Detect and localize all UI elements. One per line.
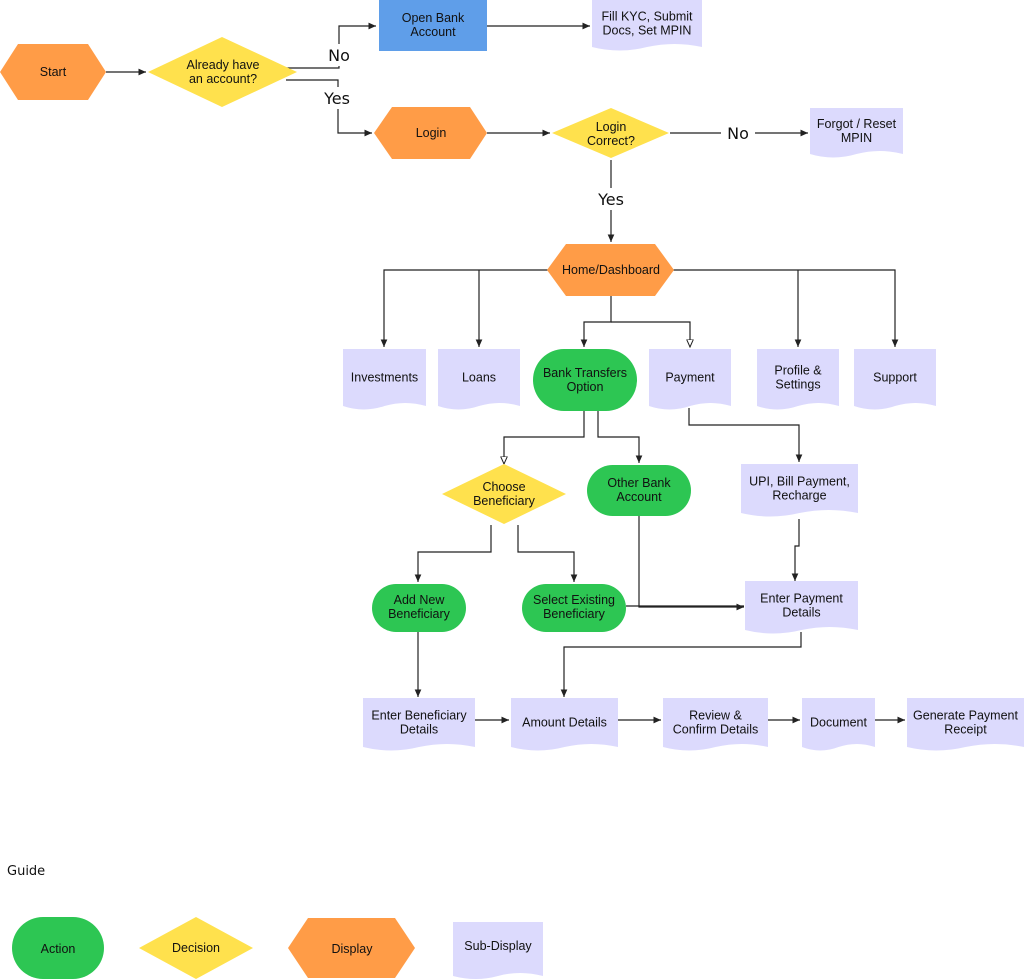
edge-labels: No Yes No Yes (318, 44, 755, 210)
review-confirm-details-node[interactable] (663, 698, 768, 751)
bank-transfers-option-node[interactable] (533, 349, 637, 411)
support-node[interactable] (854, 349, 936, 410)
support-label: Support (873, 371, 917, 385)
edge-label-no-2: No (727, 124, 749, 143)
guide-title: Guide (7, 864, 45, 879)
edge-home-to-profile (673, 269, 899, 347)
edge-label-yes-1: Yes (323, 89, 350, 108)
edge-enter-payment-to-amount (560, 632, 802, 697)
edges (106, 22, 905, 724)
home-dashboard-label: Home/Dashboard (562, 263, 660, 277)
already-have-account-decision[interactable] (148, 37, 297, 107)
choose-beneficiary-decision[interactable] (442, 464, 566, 524)
investments-node[interactable] (343, 349, 426, 410)
start-node[interactable] (0, 44, 106, 100)
guide-sub-display-swatch (453, 922, 543, 979)
amount-details-label: Amount Details (522, 716, 607, 730)
guide-display-label: Display (332, 942, 374, 956)
edge-other-bank-to-enter-payment (638, 516, 744, 611)
login-node[interactable] (374, 107, 487, 159)
edge-choose-to-select-existing (517, 525, 578, 582)
fill-kyc-node[interactable] (592, 0, 702, 51)
select-existing-beneficiary-node[interactable] (522, 584, 626, 632)
edge-home-to-payment (611, 321, 690, 347)
add-new-beneficiary-node[interactable] (372, 584, 466, 632)
home-dashboard-node[interactable] (547, 244, 674, 296)
start-label: Start (40, 65, 67, 79)
other-bank-account-node[interactable] (587, 465, 691, 516)
document-node[interactable] (802, 698, 875, 751)
payment-node[interactable] (649, 349, 731, 410)
edge-home-to-bank-transfers (580, 296, 612, 347)
login-correct-decision[interactable] (552, 108, 669, 158)
guide-legend: Guide Action Decision Display Sub-Displa… (7, 864, 543, 979)
upi-bill-payment-label: UPI, Bill Payment,Recharge (749, 475, 850, 503)
loans-node[interactable] (438, 349, 520, 410)
edge-upi-to-enter-payment (791, 519, 800, 581)
payment-label: Payment (665, 371, 715, 385)
guide-action-swatch (12, 917, 104, 979)
review-confirm-details-label: Review &Confirm Details (673, 709, 758, 737)
generate-payment-receipt-node[interactable] (907, 698, 1024, 751)
edge-payment-to-upi (688, 408, 803, 462)
edge-label-yes-2: Yes (597, 190, 624, 209)
guide-decision-label: Decision (172, 941, 220, 955)
upi-bill-payment-node[interactable] (741, 464, 858, 517)
edge-label-no-1: No (328, 46, 350, 65)
guide-display-swatch (288, 918, 415, 978)
edge-transfers-to-other-bank (597, 411, 643, 463)
edge-transfers-to-choose (504, 411, 585, 464)
edge-choose-to-add-new (414, 525, 492, 582)
guide-decision-swatch (139, 917, 253, 979)
open-bank-account-box[interactable] (379, 0, 487, 51)
document-label: Document (810, 716, 867, 730)
edge-home-to-investments (380, 269, 548, 347)
profile-settings-node[interactable] (757, 349, 839, 410)
loans-label: Loans (462, 371, 496, 385)
profile-settings-label: Profile &Settings (774, 364, 822, 392)
enter-payment-details-node[interactable] (745, 581, 858, 634)
forgot-reset-mpin-node[interactable] (810, 108, 903, 158)
guide-sub-display-label: Sub-Display (464, 939, 532, 953)
guide-action-label: Action (41, 942, 76, 956)
investments-label: Investments (351, 371, 418, 385)
login-label: Login (416, 126, 447, 140)
enter-beneficiary-details-node[interactable] (363, 698, 475, 751)
amount-details-node[interactable] (511, 698, 618, 751)
